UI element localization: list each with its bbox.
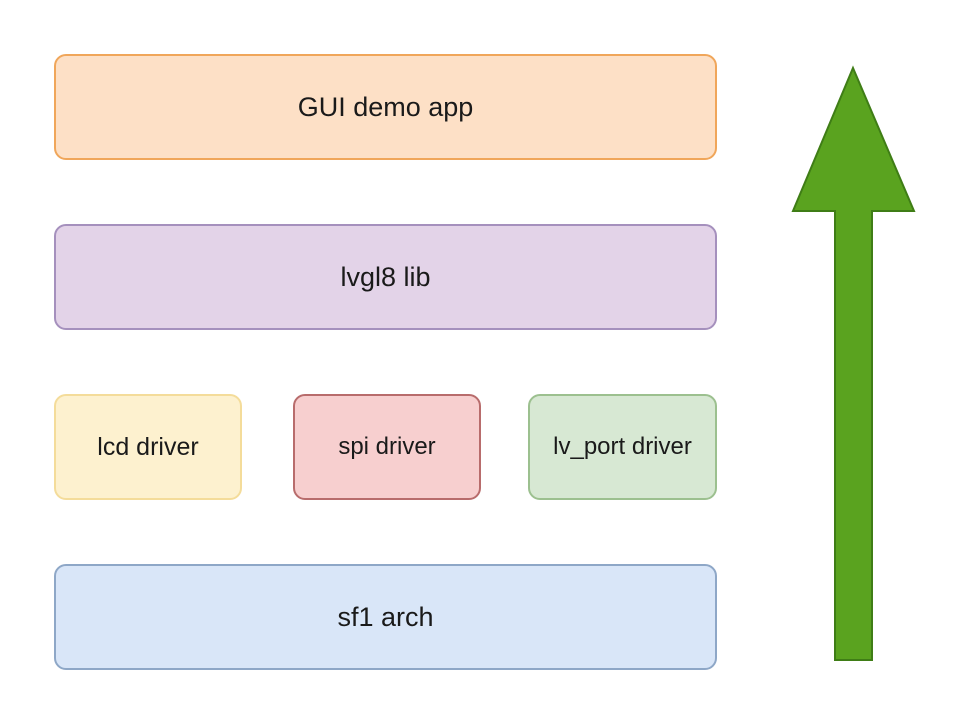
- layer-lv-port-driver-label: lv_port driver: [553, 433, 692, 460]
- layer-lvgl8-lib: lvgl8 lib: [54, 224, 717, 330]
- layer-spi-driver-label: spi driver: [338, 433, 436, 460]
- layer-gui-demo-app: GUI demo app: [54, 54, 717, 160]
- layer-lv-port-driver: lv_port driver: [528, 394, 717, 500]
- up-arrow-shape: [791, 65, 916, 661]
- layer-lcd-driver-label: lcd driver: [97, 432, 199, 461]
- layer-gui-demo-app-label: GUI demo app: [297, 91, 474, 122]
- layer-lcd-driver: lcd driver: [54, 394, 242, 500]
- layer-spi-driver: spi driver: [293, 394, 481, 500]
- layer-sf1-arch-label: sf1 arch: [337, 601, 434, 632]
- layer-lvgl8-lib-label: lvgl8 lib: [340, 261, 431, 292]
- layer-sf1-arch: sf1 arch: [54, 564, 717, 670]
